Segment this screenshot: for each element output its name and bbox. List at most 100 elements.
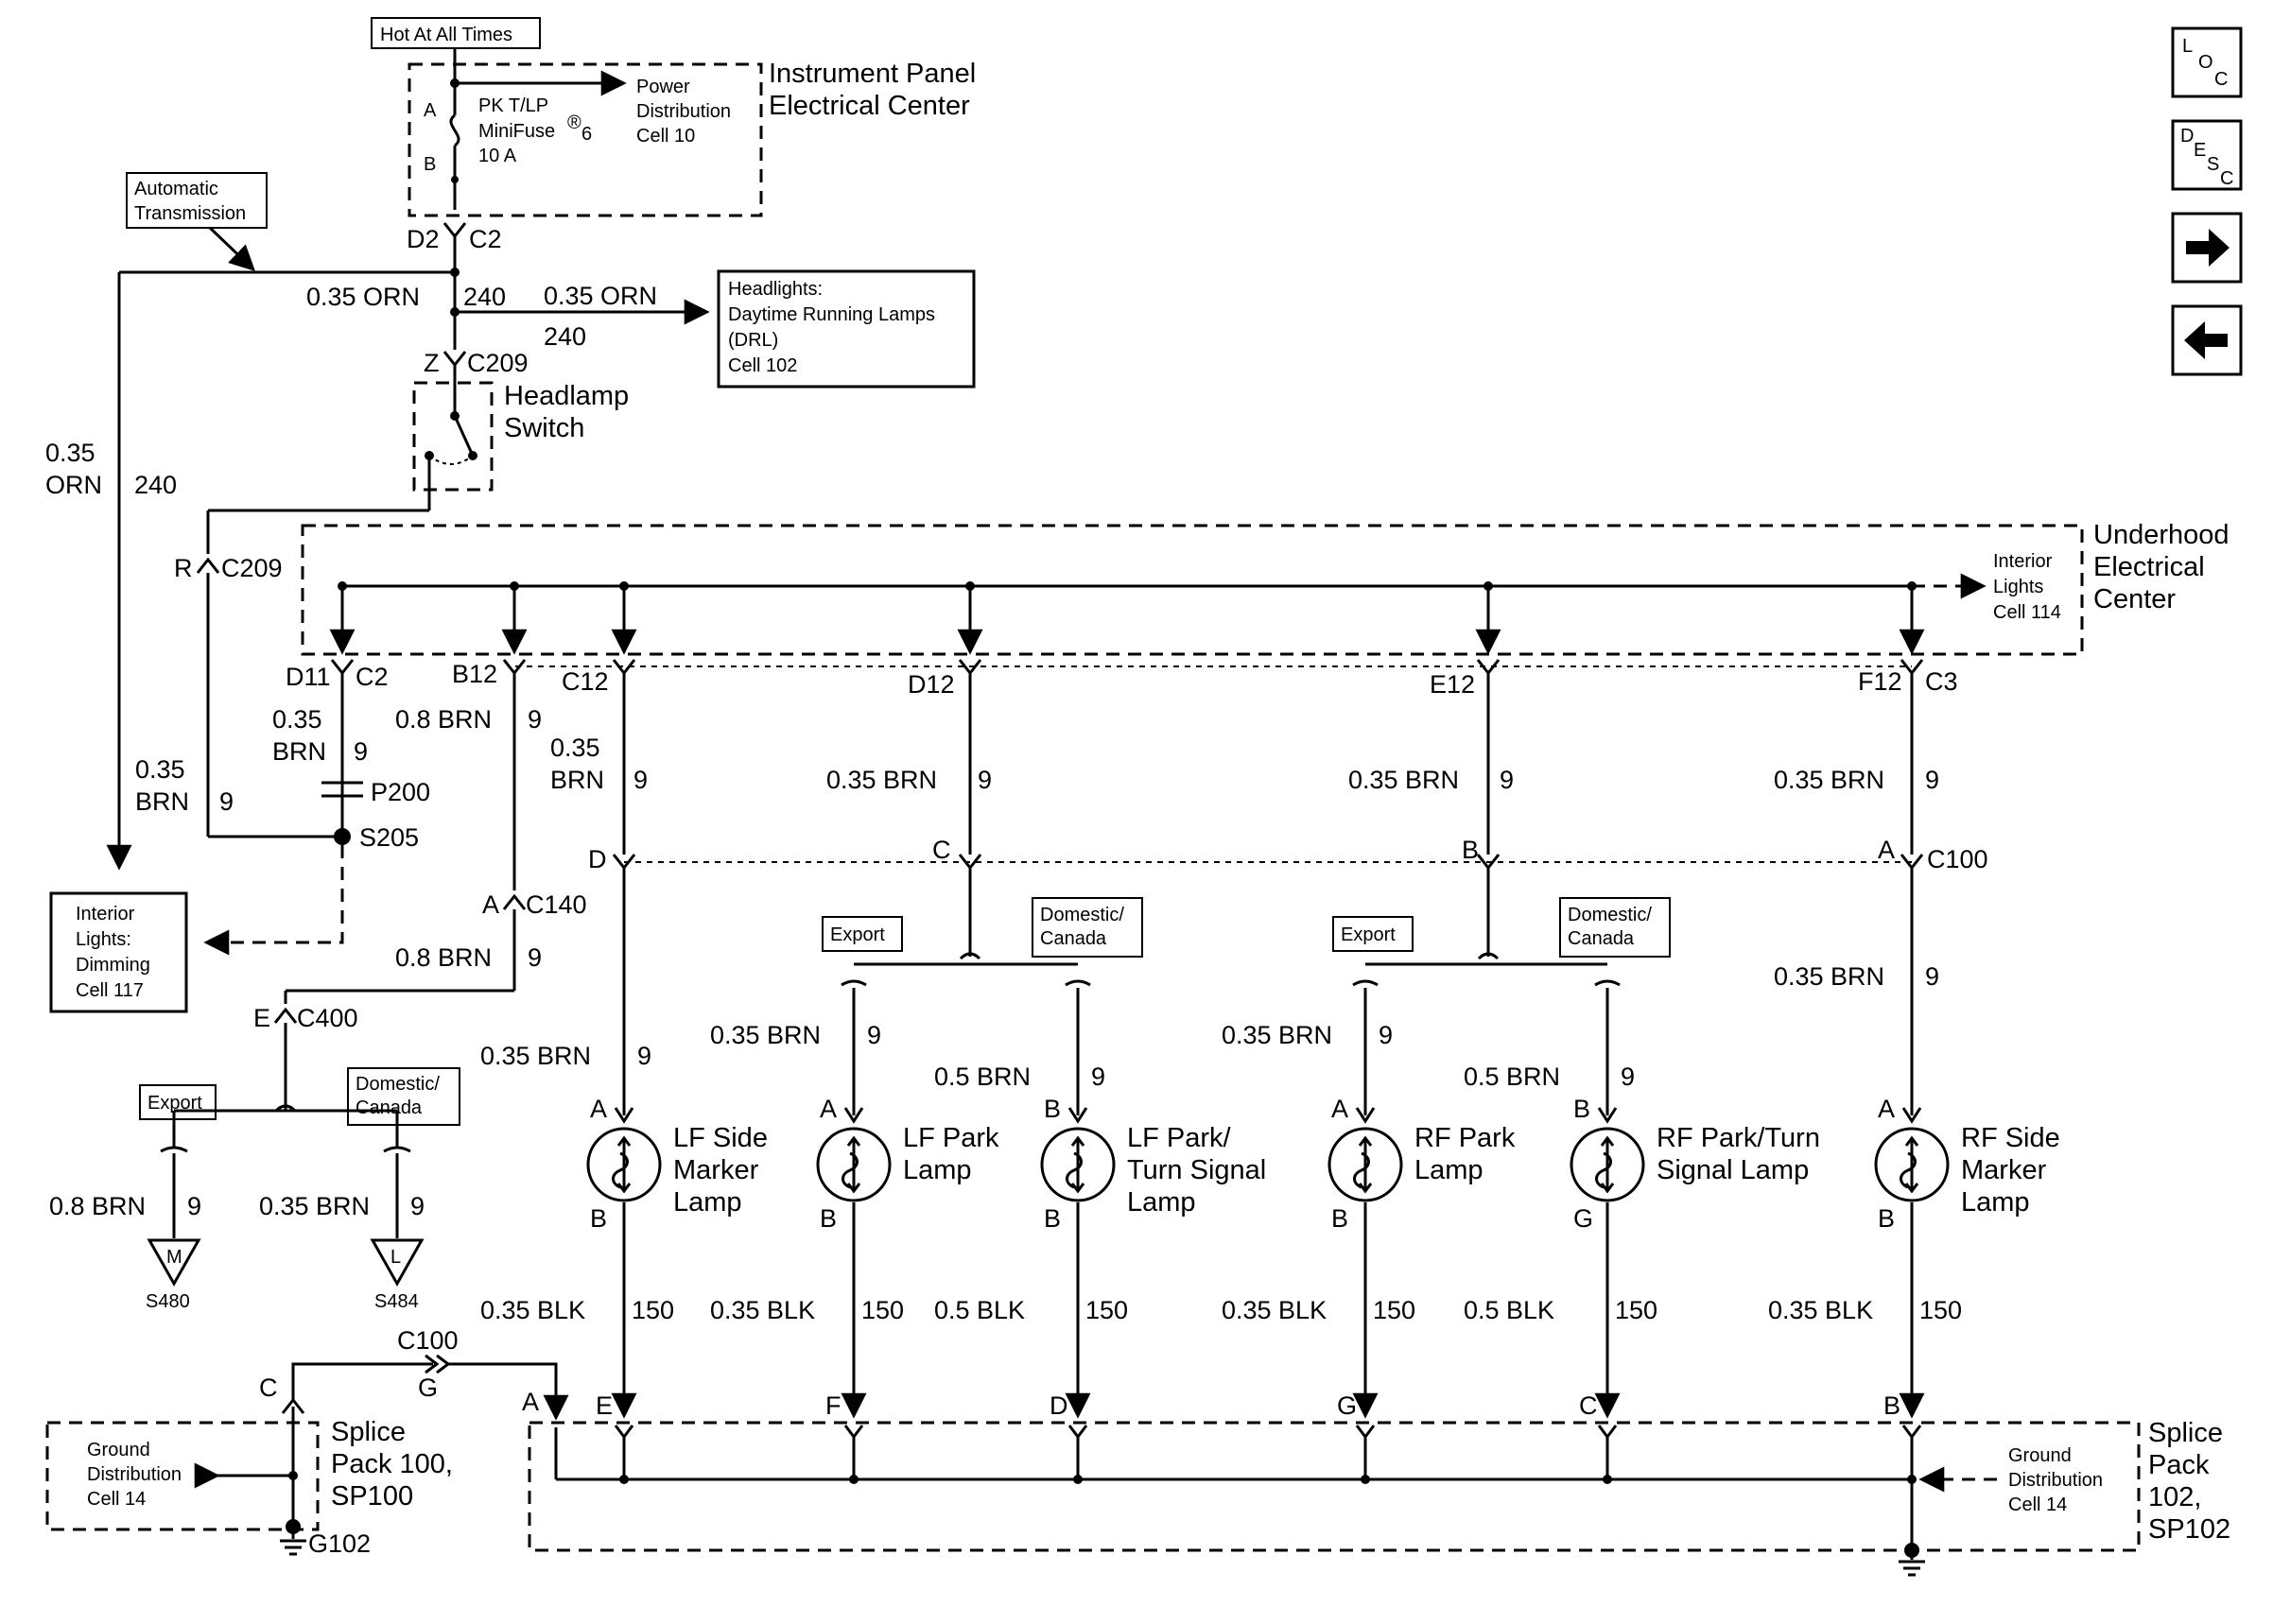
- lamp-wire-top: 0.35 BRN: [1222, 1021, 1332, 1049]
- c100-pin-a: A: [1878, 836, 1895, 864]
- wire-d12-circuit: 9: [978, 766, 992, 794]
- power-dist-cell: Cell 10: [636, 126, 695, 147]
- svg-text:Transmission: Transmission: [134, 203, 246, 224]
- svg-text:Export: Export: [147, 1093, 202, 1114]
- lamp-terminal: [843, 1107, 864, 1124]
- wire-d11-color: BRN: [272, 737, 326, 766]
- svg-text:Automatic: Automatic: [134, 179, 218, 199]
- wire-b12-circuit: 9: [528, 705, 542, 734]
- wire-left-gauge: 0.35: [135, 755, 185, 784]
- connector-c2: C2: [469, 225, 502, 253]
- previous-page-button[interactable]: [2171, 304, 2243, 376]
- lamp-wire-top: 0.35 BRN: [480, 1042, 591, 1070]
- lamp-bulb-icon: [1570, 1127, 1645, 1202]
- svg-text:(DRL): (DRL): [728, 330, 778, 351]
- export-label-lf: Export: [822, 916, 903, 952]
- lamp-name: LF Side: [673, 1123, 768, 1153]
- circuit-240-b: 240: [544, 322, 586, 351]
- svg-text:Canada: Canada: [1040, 928, 1107, 949]
- loc-button[interactable]: L O C: [2171, 26, 2243, 98]
- headlamp-switch-box: [412, 381, 494, 492]
- wire-c12-color: BRN: [550, 766, 604, 794]
- filament-icon: [612, 1151, 629, 1189]
- s205-label: S205: [359, 823, 419, 852]
- lamp-bulb-icon: [816, 1127, 892, 1202]
- lamp-name: RF Park/Turn: [1657, 1123, 1820, 1153]
- ipec-title-2: Electrical Center: [769, 91, 970, 121]
- wire-left-circuit: 9: [219, 787, 234, 816]
- lamp-terminal: [614, 1107, 634, 1124]
- interior-lights-114-label: Interior: [1993, 551, 2053, 572]
- lamp-circuit-bottom: 150: [1919, 1296, 1962, 1324]
- sp102-terminal: [614, 1425, 634, 1440]
- wire-c12-circuit: 9: [633, 766, 648, 794]
- connector-c100: C100: [1927, 845, 1988, 873]
- next-page-button[interactable]: [2171, 212, 2243, 284]
- lamp-top-pin: A: [1878, 1095, 1895, 1123]
- wire-d11-gauge: 0.35: [272, 705, 322, 734]
- ground-dist-left-cell: Cell 14: [87, 1489, 146, 1510]
- splice-pack-102-box: [528, 1421, 2141, 1552]
- lamp-circuit-top: 9: [637, 1042, 651, 1070]
- lamp-name: Turn Signal: [1127, 1155, 1266, 1185]
- interior-lights-dimming-box[interactable]: Interior Lights: Dimming Cell 117: [49, 891, 188, 1013]
- option-break: [1065, 979, 1091, 987]
- fuse-symbol: [449, 113, 460, 147]
- wire-rf-side-circuit: 9: [1925, 962, 1939, 991]
- lamp-name: Lamp: [673, 1187, 742, 1218]
- connector-symbol: [502, 659, 527, 676]
- bottom-a-label: A: [522, 1388, 539, 1416]
- drl-reference-box[interactable]: Headlights: Daytime Running Lamps (DRL) …: [717, 269, 976, 389]
- ground-dist-left: Ground: [87, 1440, 150, 1460]
- svg-text:Cell 117: Cell 117: [76, 980, 144, 1001]
- wire-left-color: BRN: [135, 787, 189, 816]
- ground-dist-right: Ground: [2008, 1445, 2072, 1466]
- wire-c140-circuit: 9: [528, 943, 542, 972]
- connector-c3: C3: [1925, 667, 1958, 696]
- domestic-label-rf: Domestic/ Canada: [1559, 897, 1671, 958]
- ground-dist-right-2: Distribution: [2008, 1470, 2103, 1491]
- lamp-circuit-top: 9: [1379, 1021, 1393, 1049]
- c100-pin-d: D: [588, 845, 607, 873]
- lamp-top-pin: A: [820, 1095, 837, 1123]
- lamp-wire-bottom: 0.35 BLK: [1222, 1296, 1327, 1324]
- lamp-bulb-icon: [1327, 1127, 1403, 1202]
- lamp-circuit-bottom: 150: [1085, 1296, 1128, 1324]
- filament-icon: [1353, 1151, 1370, 1189]
- wire-rf-side-label: 0.35 BRN: [1774, 962, 1884, 991]
- svg-text:Lights:: Lights:: [76, 929, 131, 950]
- connector-symbol: [330, 659, 355, 676]
- option-break: [1477, 952, 1500, 960]
- lamp-wire-bottom: 0.35 BLK: [710, 1296, 815, 1324]
- desc-button[interactable]: D E S C: [2171, 119, 2243, 191]
- lamp-terminal: [1067, 1107, 1088, 1124]
- wire-l-label: 0.35 BRN: [259, 1192, 370, 1220]
- fuse-rating: 10 A: [478, 146, 517, 166]
- lamp-bottom-pin: B: [1331, 1204, 1348, 1233]
- wire-f12-label: 0.35 BRN: [1774, 766, 1884, 794]
- svg-text:O: O: [2198, 52, 2213, 73]
- power-dist-label: Power: [636, 77, 690, 97]
- wire-c12-gauge: 0.35: [550, 734, 600, 762]
- lamp-name: Lamp: [1127, 1187, 1196, 1218]
- svg-text:C: C: [2214, 69, 2228, 90]
- lamp-circuit-bottom: 150: [632, 1296, 674, 1324]
- uhec-title-3: Center: [2093, 584, 2176, 614]
- wire-035-orn-right: 0.35 ORN: [544, 282, 657, 310]
- lamp-wire-bottom: 0.35 BLK: [480, 1296, 585, 1324]
- sp102-terminal: [843, 1425, 864, 1440]
- lamp-top-pin: A: [1331, 1095, 1348, 1123]
- svg-text:Export: Export: [1341, 924, 1396, 945]
- sp102-title-4: SP102: [2148, 1514, 2230, 1545]
- lamp-terminal: [1355, 1107, 1376, 1124]
- circuit-240-a: 240: [463, 283, 506, 311]
- lamp-bottom-pin: B: [1044, 1204, 1061, 1233]
- lamp-bulb-icon: [586, 1127, 662, 1202]
- ipec-box: [408, 62, 763, 217]
